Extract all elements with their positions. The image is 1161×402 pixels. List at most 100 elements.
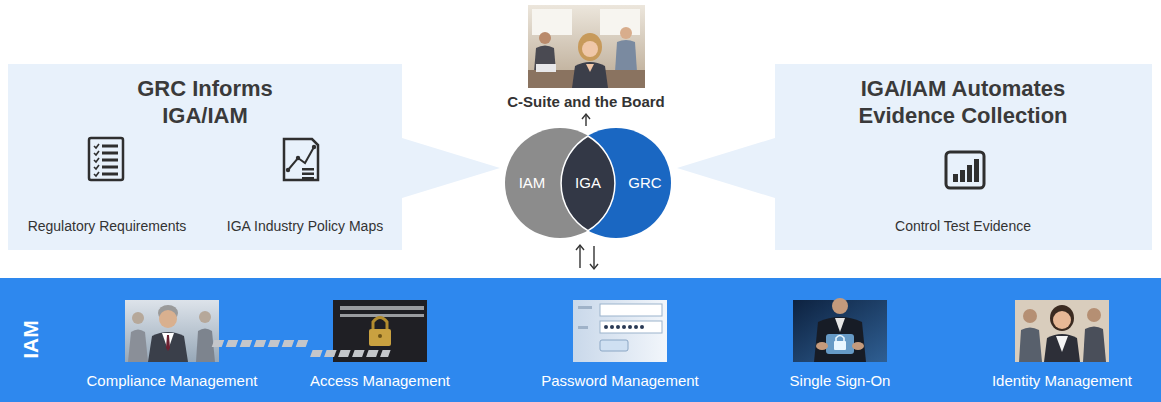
policy-map-icon-part (286, 168, 290, 172)
text-slot: GRC Informs IGA/IAM (105, 75, 305, 130)
compliance-photo-part (196, 329, 215, 363)
flow-arrow-part (590, 264, 598, 269)
audience-label: C-Suite and the Board (507, 93, 665, 111)
text-slot: Single Sign-On (790, 372, 891, 390)
login-photo-part (578, 306, 592, 309)
padlock-photo-part-part (340, 314, 424, 317)
speech-pointer-part (677, 138, 775, 198)
padlock-photo-part-part (254, 340, 267, 347)
venn-circle-outline (505, 128, 615, 238)
iam-band: IAMCompliance ManagementAccess Managemen… (0, 278, 1161, 402)
info-panel: IGA/IAM Automates Evidence CollectionCon… (775, 64, 1152, 250)
overlap-label: IGA (575, 174, 601, 192)
text-slot: Password Management (541, 372, 699, 390)
compliance-photo-part (148, 332, 188, 362)
compliance-photo-part (166, 335, 170, 351)
checklist-icon-part-part (102, 166, 118, 169)
checklist-icon-part (89, 138, 123, 180)
checklist-icon-part-part (102, 173, 118, 176)
bar-chart-icon-part (953, 174, 958, 182)
policy-map-icon-part (302, 173, 314, 176)
flow-arrow-part (593, 246, 594, 268)
login-photo (573, 300, 667, 362)
checklist-icon-part-part (94, 165, 99, 169)
policy-map-icon (284, 139, 318, 180)
checklist-icon-part-part (94, 172, 99, 176)
sso-photo-part (814, 317, 866, 362)
compliance-photo-part (199, 311, 211, 323)
icon-caption: Regulatory Requirements (28, 218, 187, 235)
band-caption: Single Sign-On (790, 372, 891, 390)
speech-pointer-part (402, 138, 500, 198)
sso-photo-part (793, 300, 887, 362)
padlock-photo-part-part (324, 350, 337, 357)
team-photo-part (1023, 309, 1037, 323)
checklist-icon-part (102, 145, 118, 176)
login-photo-part-part (640, 325, 644, 329)
panel-heading: GRC Informs IGA/IAM (105, 75, 305, 130)
login-photo-part-part (610, 325, 614, 329)
text-slot: IAM (519, 174, 546, 192)
team-photo-part (1083, 327, 1106, 363)
compliance-photo-part (132, 312, 144, 324)
boardroom-photo-part (620, 27, 632, 39)
login-photo-part-part (622, 325, 626, 329)
sso-photo-part (834, 341, 846, 350)
icon-caption: Control Test Evidence (895, 218, 1031, 235)
bar-chart-icon-part (967, 165, 972, 182)
policy-map-icon-part (312, 145, 316, 149)
sso-photo-part (835, 318, 845, 332)
team-photo (1015, 300, 1109, 362)
bar-chart-icon-part (974, 159, 979, 182)
boardroom-photo-part (536, 64, 556, 72)
boardroom-photo-part (615, 40, 637, 72)
bar-chart-icon (946, 152, 984, 188)
policy-map-icon-part (296, 156, 300, 160)
compliance-photo-part (158, 305, 178, 321)
boardroom-photo-part (586, 64, 594, 72)
padlock-photo-part-part (366, 350, 379, 357)
flow-arrow-part (576, 245, 584, 250)
padlock-photo-part (333, 300, 427, 362)
padlock-photo-part-part (310, 350, 323, 357)
boardroom-photo-part (572, 62, 608, 88)
icon-caption: IGA Industry Policy Maps (227, 218, 383, 235)
padlock-photo-part-part (212, 340, 225, 347)
login-photo-part (578, 326, 588, 329)
checklist-icon-part-part (102, 159, 118, 162)
text-slot: IGA/IAM Automates Evidence Collection (843, 75, 1083, 130)
padlock-photo-part-part (226, 340, 239, 347)
bar-chart-icon-part (946, 152, 984, 188)
text-slot: Compliance Management (87, 372, 258, 390)
padlock-photo (212, 300, 427, 362)
circle-label: IAM (519, 174, 546, 192)
text-slot: C-Suite and the Board (507, 93, 665, 111)
padlock-photo-part-part (380, 350, 391, 357)
team-photo-part (1019, 328, 1042, 363)
flow-arrow-part (585, 115, 586, 126)
sso-photo-part (836, 336, 844, 343)
flow-arrow-part (582, 114, 590, 119)
boardroom-photo-part (582, 41, 598, 57)
checklist-icon-part-part (94, 158, 99, 162)
venn-overlap-outline (561, 136, 615, 231)
info-panel: GRC Informs IGA/IAM Regulatory Requiremen… (8, 64, 402, 250)
compliance-photo-part (159, 310, 177, 328)
text-slot: GRC (628, 174, 661, 192)
policy-map-icon-part (302, 168, 314, 171)
text-slot: Regulatory Requirements (28, 218, 187, 235)
venn-circle-outline (561, 128, 671, 238)
login-photo-part-part (616, 325, 620, 329)
compliance-photo-part (125, 300, 219, 362)
policy-map-icon-part (302, 177, 314, 179)
compliance-photo-part (162, 333, 174, 350)
text-slot: IGA Industry Policy Maps (227, 218, 383, 235)
compliance-photo-part (128, 330, 148, 363)
text-slot: IGA (575, 174, 601, 192)
boardroom-photo-part (532, 9, 572, 35)
circle-label: GRC (628, 174, 661, 192)
flow-arrow-part (579, 246, 580, 268)
team-photo-part (1050, 305, 1074, 331)
boardroom-photo-part (528, 70, 645, 88)
